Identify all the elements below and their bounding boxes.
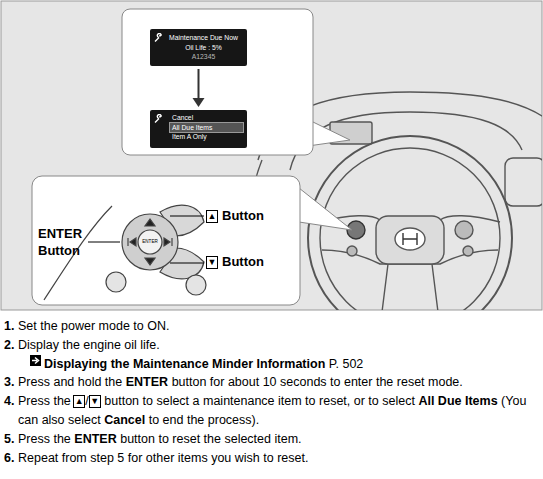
step-text: Displaying the Maintenance Minder Inform… xyxy=(44,355,539,374)
button-label: Button xyxy=(38,243,80,259)
step-list: 1.Set the power mode to ON.2.Display the… xyxy=(4,317,539,467)
step-number: 6. xyxy=(4,449,18,468)
screen-text: Cancel xyxy=(170,113,243,123)
display-screen: Maintenance Due NowOil Life : 5%A12345 xyxy=(150,29,247,66)
callout-tail xyxy=(299,188,352,230)
wrench-stroke xyxy=(155,34,161,42)
step-text-part: ENTER xyxy=(126,375,168,389)
wrench-icon xyxy=(153,114,163,124)
flow-arrow xyxy=(193,69,205,107)
step-text-part: Repeat from step 5 for other items you w… xyxy=(18,451,308,465)
wrench-stroke xyxy=(155,115,161,123)
button-glyph: ▲ xyxy=(206,210,218,223)
step-row: 4.Press the▲/▼button to select a mainten… xyxy=(4,392,539,430)
step-text-part: button to select a maintenance item to r… xyxy=(104,394,415,408)
step-text-part: button for about 10 seconds to enter the… xyxy=(172,375,463,389)
leader-line xyxy=(88,216,204,263)
step-number: 4. xyxy=(4,392,18,430)
step-text: Set the power mode to ON. xyxy=(18,317,539,336)
screen-text: Oil Life : 5% xyxy=(164,43,243,53)
button-label: ENTER xyxy=(38,226,82,242)
step-text-part: ENTER xyxy=(74,432,116,446)
screen-text: Item A Only xyxy=(170,132,243,142)
arrow-shaft xyxy=(198,69,200,98)
step-text: Display the engine oil life. xyxy=(18,336,539,355)
step-text-part: Press and hold the xyxy=(18,375,122,389)
button-label: Button xyxy=(222,254,264,270)
step-number: 5. xyxy=(4,430,18,449)
step-text-part: Cancel xyxy=(104,413,145,427)
step-text-part: Press the xyxy=(18,394,71,408)
step-text-part: All Due Items xyxy=(418,394,497,408)
step-number: 3. xyxy=(4,373,18,392)
step-number: 1. xyxy=(4,317,18,336)
step-text-part: Set the power mode to ON. xyxy=(18,319,169,333)
step-text: Press and hold the ENTER button for about … xyxy=(18,373,539,392)
step-row: 3.Press and hold the ENTER button for abou… xyxy=(4,373,539,392)
display-screen: CancelAll Due ItemsItem A Only xyxy=(150,110,247,148)
inset-panel xyxy=(32,176,300,305)
button-glyph: ▼ xyxy=(206,256,218,269)
cross-reference: P. 502 xyxy=(329,357,364,371)
illustration-ground xyxy=(1,1,542,310)
button-label: ENTER xyxy=(142,239,158,245)
wrench-icon xyxy=(153,33,163,43)
step-row: 5.Press theENTER button to reset the sele… xyxy=(4,430,539,449)
cross-reference: Displaying the Maintenance Minder Inform… xyxy=(44,357,325,371)
screen-text: All Due Items xyxy=(170,123,243,133)
step-text-part: Display the engine oil life. xyxy=(18,338,160,352)
button-label: Button xyxy=(222,208,264,224)
callout-panel xyxy=(122,9,313,155)
step-row: 6.Repeat from step 5 for other items you… xyxy=(4,449,539,468)
step-row: 1.Set the power mode to ON. xyxy=(4,317,539,336)
step-text: Repeat from step 5 for other items you w… xyxy=(18,449,539,468)
button-glyph: ▲ xyxy=(73,395,85,408)
step-text-part: to end the process). xyxy=(149,413,259,427)
step-row: Displaying the Maintenance Minder Inform… xyxy=(4,355,539,374)
step-number: 2. xyxy=(4,336,18,355)
screen-text: Maintenance Due Now xyxy=(164,33,243,43)
arrow-head xyxy=(193,98,205,107)
step-text-part: Press the xyxy=(18,432,71,446)
link-icon xyxy=(30,355,41,366)
step-text-part: button to reset the selected item. xyxy=(120,432,301,446)
step-text: Press the▲/▼button to select a maintenan… xyxy=(18,392,539,430)
screen-text: A12345 xyxy=(164,52,243,62)
step-row: 2.Display the engine oil life. xyxy=(4,336,539,355)
step-text: Press theENTER button to reset the select… xyxy=(18,430,539,449)
button-glyph: ▼ xyxy=(89,395,101,408)
